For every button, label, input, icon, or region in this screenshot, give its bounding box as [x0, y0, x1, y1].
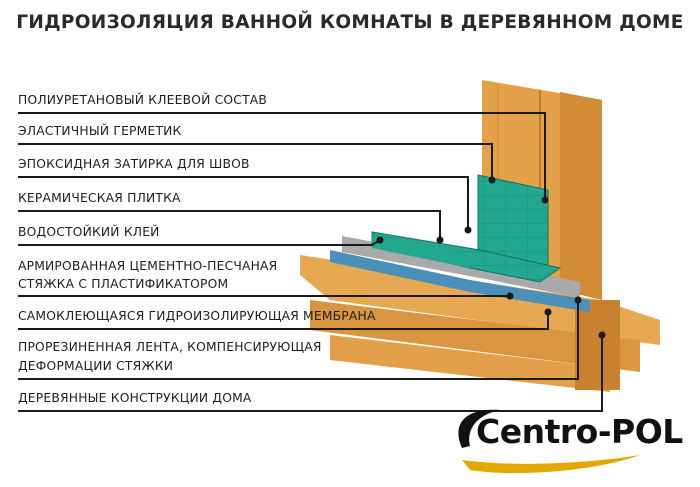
layer-label-reinforced-screed: АРМИРОВАННАЯ ЦЕМЕНТНО-ПЕСЧАНАЯ	[18, 259, 278, 273]
layer-label-rubberized-tape: ПРОРЕЗИНЕННАЯ ЛЕНТА, КОМПЕНСИРУЮЩАЯ	[18, 340, 322, 354]
layer-label-wooden-structures: ДЕРЕВЯННЫЕ КОНСТРУКЦИИ ДОМА	[18, 391, 252, 405]
layer-label-screed-deformation: ДЕФОРМАЦИИ СТЯЖКИ	[18, 359, 174, 373]
centro-pol-logo-text: Centro-POL	[476, 412, 683, 451]
layer-label-ceramic-tile: КЕРАМИЧЕСКАЯ ПЛИТКА	[18, 191, 181, 205]
layer-label-epoxy-grout: ЭПОКСИДНАЯ ЗАТИРКА ДЛЯ ШВОВ	[18, 157, 250, 171]
layer-label-polyurethane-adhesive: ПОЛИУРЕТАНОВЫЙ КЛЕЕВОЙ СОСТАВ	[18, 93, 268, 107]
layer-label-screed-plasticizer: СТЯЖКА С ПЛАСТИФИКАТОРОМ	[18, 277, 229, 291]
centro-pol-logo-swoosh	[458, 409, 640, 474]
floor-joist	[300, 255, 660, 345]
diagram-title: ГИДРОИЗОЛЯЦИЯ ВАННОЙ КОМНАТЫ В ДЕРЕВЯННО…	[16, 12, 684, 33]
layer-label-waterproof-adhesive: ВОДОСТОЙКИЙ КЛЕЙ	[18, 225, 160, 239]
membrane-layer	[330, 250, 590, 312]
layer-label-self-adhesive-membrane: САМОКЛЕЮЩАЯСЯ ГИДРОИЗОЛИРУЮЩАЯ МЕМБРАНА	[18, 309, 376, 323]
layer-label-elastic-sealant: ЭЛАСТИЧНЫЙ ГЕРМЕТИК	[18, 124, 182, 138]
